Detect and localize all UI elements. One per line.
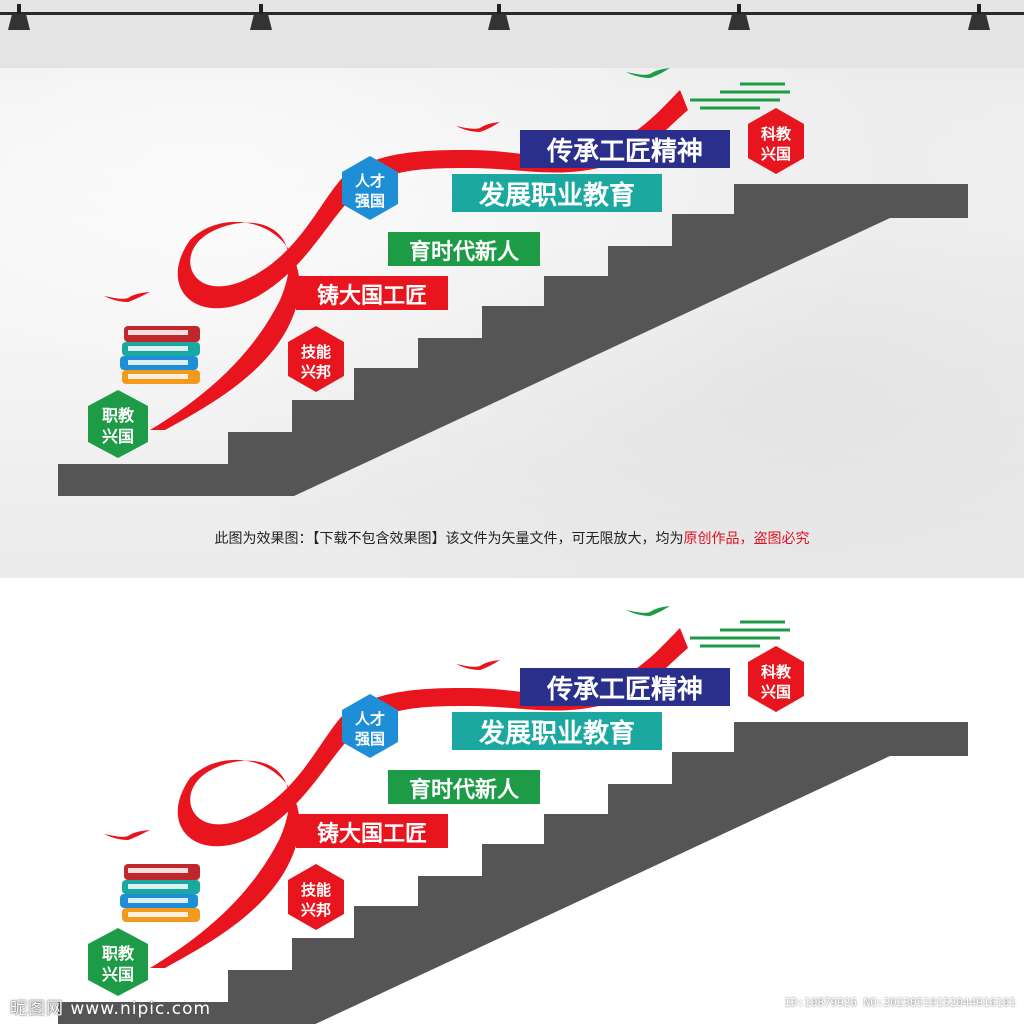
badge-science: 科教 兴国 [748,108,804,174]
svg-text:科教: 科教 [761,125,792,143]
badge-science: 科教 兴国 [748,646,804,712]
svg-text:科教: 科教 [761,663,792,681]
svg-text:技能: 技能 [301,343,331,361]
slogan-box-4: 铸大国工匠 [296,814,448,848]
badge-vocational: 职教 兴国 [88,390,148,458]
slogan-box-2: 发展职业教育 [452,712,662,750]
svg-text:人才: 人才 [355,172,385,190]
spotlight-icon [8,4,30,30]
books-icon [120,326,200,384]
slogan-text: 传承工匠精神 [546,675,703,705]
badge-talent: 人才 强国 [342,156,398,220]
slogan-box-1: 传承工匠精神 [520,668,730,706]
slogan-text: 发展职业教育 [478,180,635,211]
svg-text:职教: 职教 [102,406,135,425]
ceiling-band [0,0,1024,68]
spotlight-icon [968,4,990,30]
slogan-text: 传承工匠精神 [546,137,703,167]
site-watermark: 昵图网 www.nipic.com [10,999,212,1019]
slogan-text: 育时代新人 [409,777,519,803]
svg-text:职教: 职教 [102,944,135,963]
spotlight-icon [250,4,272,30]
id-watermark: ID:10879926 NO:20230519152044916101 [784,996,1016,1009]
bird-icon [626,606,670,616]
slogan-text: 铸大国工匠 [317,821,427,847]
books-icon [120,864,200,922]
slogan-box-3: 育时代新人 [388,770,540,804]
badge-skill: 技能 兴邦 [288,326,344,392]
svg-text:兴邦: 兴邦 [301,363,331,381]
cloud-icon [690,620,790,648]
svg-text:人才: 人才 [355,710,385,728]
bird-icon [104,830,150,840]
badge-skill: 技能 兴邦 [288,864,344,930]
svg-text:兴邦: 兴邦 [301,901,331,919]
cloud-icon [690,82,790,110]
badge-vocational: 职教 兴国 [88,928,148,996]
bird-icon [626,68,670,78]
svg-text:强国: 强国 [355,730,385,748]
bird-icon [104,292,150,302]
lamp-rail [0,12,1024,15]
svg-text:兴国: 兴国 [102,965,134,984]
svg-text:强国: 强国 [355,192,385,210]
slogan-text: 育时代新人 [409,239,519,265]
staircase [58,722,968,1024]
spotlight-icon [728,4,750,30]
spotlight-icon [488,4,510,30]
svg-text:兴国: 兴国 [761,145,791,163]
slogan-box-1: 传承工匠精神 [520,130,730,168]
staircase-artwork: 传承工匠精神 发展职业教育 育时代新人 铸大国工匠 人才 强国 科教 兴国 技能… [58,606,968,1024]
staircase-artwork: 传承工匠精神 发展职业教育 育时代新人 铸大国工匠 人才 强国 科教 兴国 技能 [58,68,968,496]
bird-icon [456,660,500,670]
slogan-text: 发展职业教育 [478,718,635,749]
slogan-box-4: 铸大国工匠 [296,276,448,310]
staircase [58,184,968,496]
slogan-box-2: 发展职业教育 [452,174,662,212]
artwork-panel: 传承工匠精神 发展职业教育 育时代新人 铸大国工匠 人才 强国 科教 兴国 技能… [0,578,1024,1024]
slogan-text: 铸大国工匠 [317,283,427,309]
slogan-box-3: 育时代新人 [388,232,540,266]
svg-text:技能: 技能 [301,881,331,899]
caption-text: 此图为效果图：【下载不包含效果图】该文件为矢量文件，可无限放大，均为 [214,531,684,547]
badge-talent: 人才 强国 [342,694,398,758]
caption-warning: 原创作品，盗图必究 [683,531,810,547]
red-ribbon [150,628,688,968]
caption: 此图为效果图：【下载不包含效果图】该文件为矢量文件，可无限放大，均为原创作品，盗… [0,528,1024,548]
red-ribbon [150,90,688,430]
mockup-panel: 传承工匠精神 发展职业教育 育时代新人 铸大国工匠 人才 强国 科教 兴国 技能 [0,0,1024,578]
svg-text:兴国: 兴国 [761,683,791,701]
bird-icon [456,122,500,132]
svg-text:兴国: 兴国 [102,427,134,446]
